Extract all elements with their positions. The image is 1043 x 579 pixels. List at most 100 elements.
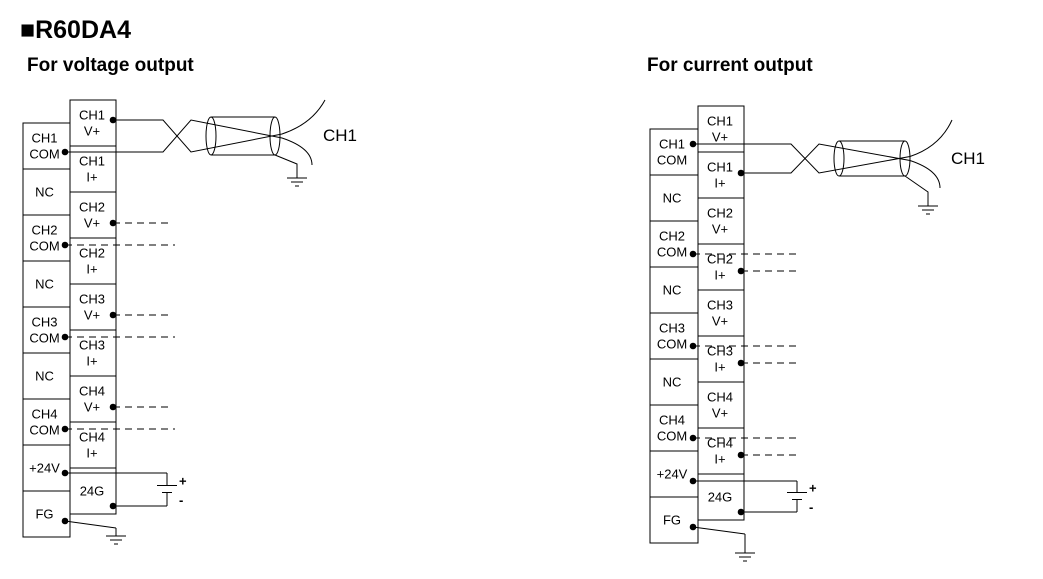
terminal-label: +24V [29,461,60,476]
terminal-label: CH1 [31,131,57,146]
terminal-label: CH3 [707,298,733,313]
terminal-label: CH4 [707,436,733,451]
shielded-twisted-pair-cable: CH1 [741,119,985,215]
terminal-label: I+ [86,354,97,369]
cable-channel-label: CH1 [951,149,985,168]
terminal-label: I+ [714,176,725,191]
terminal-label: COM [29,331,59,346]
terminal-label: V+ [84,124,100,139]
terminal-left-1: NC [663,191,682,206]
cable-wire [113,119,313,166]
terminal-label: NC [35,185,54,200]
terminal-label: CH2 [79,246,105,261]
battery-plus-label: + [179,474,187,489]
terminal-label: CH1 [79,154,105,169]
shielded-twisted-pair-cable: CH1 [113,99,357,187]
terminal-label: CH2 [659,229,685,244]
terminal-label: CH3 [79,292,105,307]
terminal-label: CH4 [659,413,685,428]
cable-channel-label: CH1 [323,126,357,145]
terminal-label: V+ [712,130,728,145]
terminal-label: I+ [86,446,97,461]
terminal-label: V+ [712,406,728,421]
terminal-label: I+ [714,452,725,467]
terminal-left-5: NC [35,369,54,384]
terminal-label: I+ [714,268,725,283]
terminal-label: V+ [84,308,100,323]
terminal-label: NC [35,369,54,384]
terminal-label: COM [29,239,59,254]
terminal-left-1: NC [35,185,54,200]
terminal-label: COM [657,337,687,352]
battery-plus-label: + [809,481,817,496]
terminal-label: CH1 [79,108,105,123]
terminal-left-5: NC [663,375,682,390]
ground-icon [735,552,755,562]
terminal-label: 24G [708,490,733,505]
terminal-label: NC [35,277,54,292]
terminal-label: CH2 [707,252,733,267]
cable-wire [741,143,941,189]
battery-icon: +- [157,473,187,508]
terminal-label: CH3 [659,321,685,336]
terminal-label: CH4 [707,390,733,405]
terminal-label: CH3 [31,315,57,330]
fg-wire [64,520,117,529]
terminal-label: V+ [712,314,728,329]
terminal-label: NC [663,283,682,298]
terminal-left-8: FG [663,513,681,528]
terminal-label: COM [657,429,687,444]
terminal-left-7: +24V [657,467,688,482]
terminal-label: I+ [86,170,97,185]
terminal-label: +24V [657,467,688,482]
cable-wire [113,99,326,153]
terminal-label: COM [657,245,687,260]
terminal-right-8: 24G [80,484,105,499]
terminal-label: CH2 [79,200,105,215]
terminal-label: CH1 [707,114,733,129]
ground-icon [106,535,126,545]
terminal-label: V+ [84,216,100,231]
terminal-label: COM [29,423,59,438]
battery-minus-label: - [179,493,183,508]
voltage-output-diagram: CH1V+CH1I+CH2V+CH2I+CH3V+CH3I+CH4V+CH4I+… [22,99,357,545]
terminal-label: CH3 [707,344,733,359]
terminal-label: CH2 [31,223,57,238]
cable-shield-end [833,140,845,177]
terminal-label: COM [29,147,59,162]
terminal-label: NC [663,375,682,390]
terminal-right-8: 24G [708,490,733,505]
terminal-left-3: NC [663,283,682,298]
ground-icon [287,177,307,187]
terminal-label: I+ [86,262,97,277]
terminal-label: FG [35,507,53,522]
terminal-label: V+ [712,222,728,237]
terminal-label: CH3 [79,338,105,353]
terminal-left-7: +24V [29,461,60,476]
current-output-heading: For current output [647,55,813,76]
shield-drain-wire [274,154,298,178]
terminal-label: I+ [714,360,725,375]
current-output-diagram: CH1V+CH1I+CH2V+CH2I+CH3V+CH3I+CH4V+CH4I+… [649,105,985,562]
voltage-output-heading: For voltage output [27,55,194,76]
